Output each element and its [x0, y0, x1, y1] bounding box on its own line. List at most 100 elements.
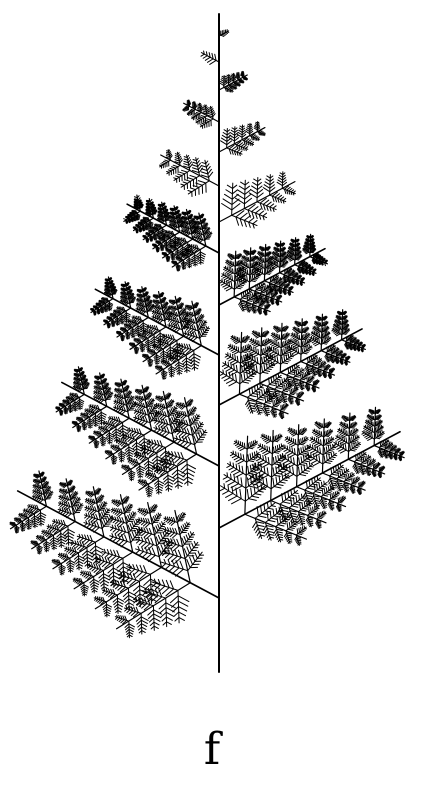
leaflet-segment — [137, 402, 140, 406]
leaflet-segment — [93, 408, 98, 412]
leaflet-segment — [281, 334, 284, 340]
leaflet-segment — [89, 404, 92, 408]
leaflet-segment — [93, 589, 98, 593]
leaflet-segment — [114, 444, 117, 449]
leaflet-segment — [163, 477, 169, 483]
leaflet-segment — [176, 402, 179, 405]
leaflet-segment — [319, 365, 324, 368]
leaflet-segment — [14, 529, 18, 533]
leaflet-segment — [273, 440, 279, 443]
leaflet-segment — [144, 553, 152, 561]
leaflet-segment — [265, 524, 274, 528]
leaflet-segment — [391, 449, 395, 451]
leaflet-segment — [68, 569, 71, 573]
leaflet-segment — [293, 503, 301, 506]
leaflet-segment — [123, 594, 130, 601]
leaflet-segment — [150, 413, 154, 420]
leaflet-segment — [314, 445, 317, 451]
leaflet-segment — [61, 494, 64, 499]
leaflet-segment — [324, 426, 329, 429]
leaflet-segment — [80, 419, 84, 423]
leaflet-segment — [291, 525, 297, 528]
leaflet-segment — [107, 439, 111, 442]
leaflet-segment — [81, 412, 83, 415]
leaflet-segment — [190, 408, 193, 413]
leaflet-segment — [120, 399, 123, 405]
leaflet-segment — [248, 361, 250, 367]
leaflet-segment — [53, 539, 59, 543]
leaflet-segment — [129, 572, 134, 580]
leaflet-segment — [289, 397, 294, 400]
leaflet-segment — [91, 435, 93, 439]
leaflet-segment — [114, 533, 118, 539]
leaflet-segment — [97, 388, 101, 392]
leaflet-segment — [275, 533, 279, 539]
leaflet-segment — [230, 483, 239, 489]
leaflet-segment — [37, 481, 41, 485]
leaflet-segment — [325, 425, 330, 428]
leaflet-segment — [32, 508, 37, 513]
leaflet-segment — [139, 391, 143, 396]
leaflet-segment — [357, 490, 360, 493]
leaflet-segment — [277, 448, 282, 451]
leaflet-segment — [58, 544, 62, 548]
leaflet-segment — [294, 536, 298, 541]
leaflet-segment — [318, 455, 321, 463]
leaflet-segment — [117, 382, 120, 385]
leaflet-segment — [74, 498, 77, 504]
leaflet-segment — [137, 455, 142, 460]
leaflet-segment — [77, 503, 80, 508]
leaflet-segment — [69, 562, 75, 566]
leaflet-segment — [59, 410, 62, 413]
leaflet-segment — [298, 438, 301, 445]
leaflet-segment — [99, 436, 104, 440]
leaflet-segment — [112, 462, 115, 465]
leaflet-segment — [136, 602, 141, 606]
leaflet-segment — [64, 495, 68, 500]
leaflet-segment — [82, 424, 85, 428]
leaflet-segment — [253, 443, 257, 445]
leaflet-segment — [194, 552, 198, 559]
leaflet-segment — [178, 526, 183, 534]
leaflet-segment — [87, 411, 91, 415]
leaflet-segment — [222, 476, 229, 480]
leaflet-segment — [283, 348, 285, 354]
leaflet-segment — [232, 339, 237, 342]
leaflet-segment — [69, 396, 72, 400]
leaflet-segment — [314, 509, 319, 511]
leaflet-segment — [143, 437, 152, 443]
leaflet-segment — [270, 505, 276, 507]
leaflet-segment — [266, 395, 269, 402]
leaflet-segment — [303, 346, 306, 353]
leaflet-segment — [68, 408, 71, 412]
leaflet-segment — [255, 470, 263, 475]
leaflet-segment — [36, 487, 40, 491]
leaflet-segment — [76, 398, 81, 403]
leaflet-segment — [111, 444, 113, 447]
leaflet-segment — [98, 375, 101, 379]
leaflet-segment — [46, 533, 51, 538]
leaflet-segment — [263, 409, 267, 414]
leaflet-segment — [53, 559, 56, 562]
leaflet-segment — [74, 506, 78, 512]
leaflet-segment — [295, 539, 299, 543]
leaflet-segment — [171, 533, 178, 539]
leaflet-segment — [379, 453, 382, 457]
leaflet-segment — [306, 463, 308, 469]
leaflet-segment — [351, 478, 353, 484]
leaflet-segment — [289, 393, 295, 396]
leaflet-segment — [67, 501, 71, 508]
leaflet-segment — [73, 380, 76, 384]
leaflet-segment — [290, 512, 297, 515]
leaflet-segment — [89, 420, 94, 423]
leaflet-segment — [76, 393, 79, 398]
leaflet-segment — [69, 567, 74, 570]
leaflet-segment — [115, 538, 121, 544]
leaflet-segment — [69, 559, 76, 564]
leaflet-segment — [151, 505, 154, 510]
leaflet-segment — [251, 386, 254, 394]
leaflet-segment — [296, 541, 299, 545]
leaflet-segment — [182, 415, 187, 420]
leaflet-segment — [324, 368, 329, 370]
leaflet-segment — [301, 373, 304, 379]
